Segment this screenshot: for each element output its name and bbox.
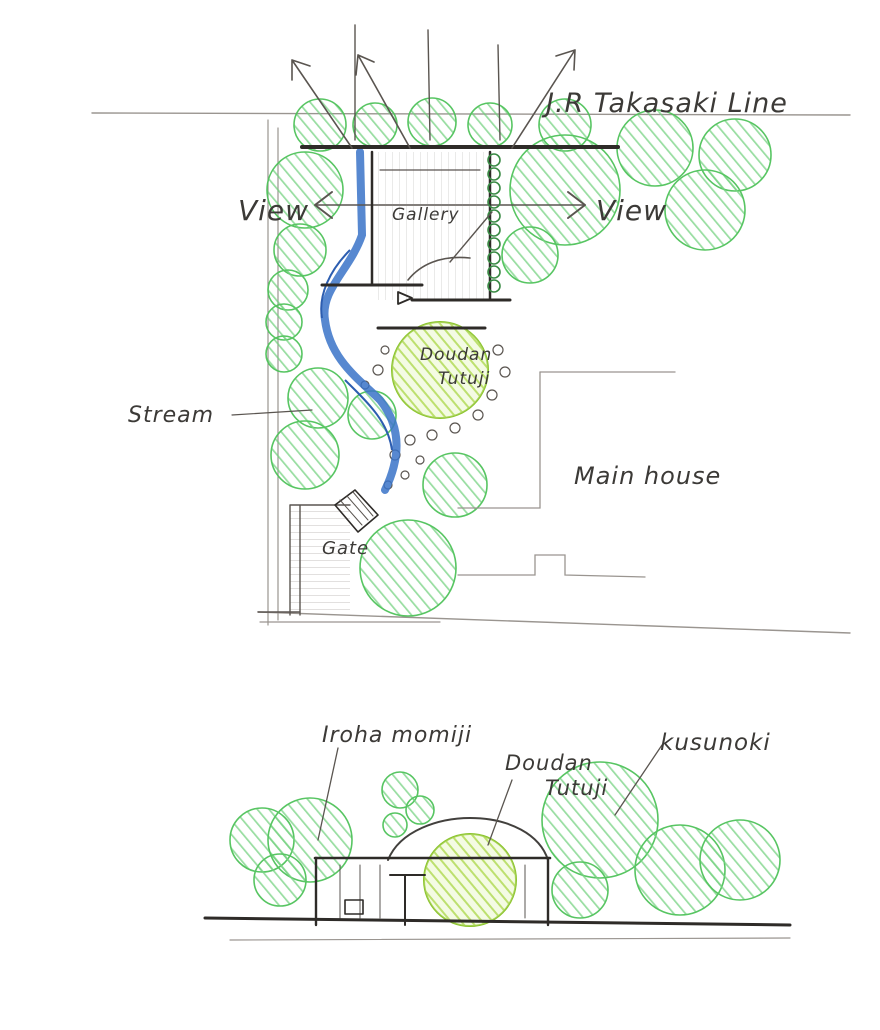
plan-leaders <box>231 409 313 416</box>
elevation-dome <box>387 817 549 861</box>
stream <box>320 148 401 494</box>
doudan-elevation-tree <box>423 833 517 927</box>
elevation-building <box>203 856 792 941</box>
elevation-trees <box>229 761 781 919</box>
gate-area <box>257 489 379 616</box>
label-view-right: View <box>596 194 667 227</box>
label-view-left: View <box>238 194 309 227</box>
label-gallery: Gallery <box>392 205 460 225</box>
plan-view <box>91 24 851 634</box>
plan-trees <box>265 97 772 617</box>
label-stream: Stream <box>128 403 214 428</box>
railway-and-views <box>291 24 620 219</box>
label-iroha-momiji: Iroha momiji <box>322 723 472 748</box>
gallery-building <box>320 150 512 330</box>
main-house-outline <box>457 371 676 578</box>
label-gate: Gate <box>322 538 369 559</box>
label-kusunoki: kusunoki <box>660 730 771 756</box>
elevation-view <box>203 744 792 941</box>
label-doudan-plan-2: Tutuji <box>438 369 490 389</box>
doudan-plan-tree <box>391 321 489 419</box>
label-main-house: Main house <box>574 462 721 490</box>
label-doudan-elev-1: Doudan <box>505 751 593 775</box>
label-doudan-elev-2: Tutuji <box>545 776 608 800</box>
elevation-leaders <box>317 744 663 846</box>
label-doudan-plan-1: Doudan <box>420 345 492 365</box>
bamboo-column <box>487 153 501 293</box>
label-jr-line: J.R Takasaki Line <box>541 88 788 119</box>
labels: J.R Takasaki Line View View Gallery Doud… <box>128 88 788 800</box>
